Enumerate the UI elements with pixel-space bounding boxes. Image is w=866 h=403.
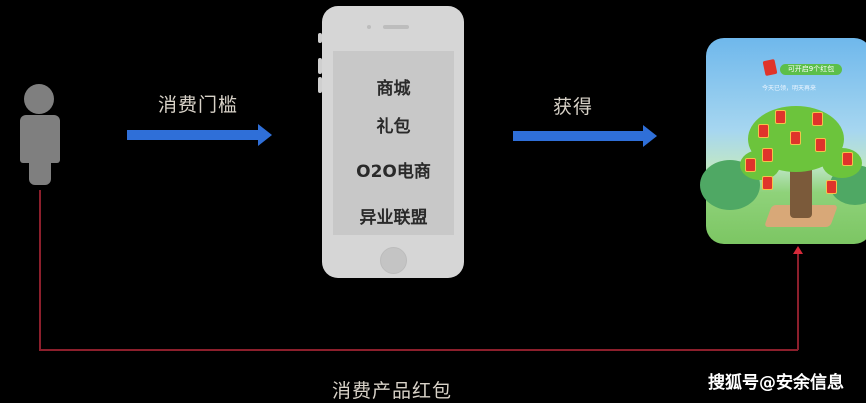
person-icon-legs xyxy=(29,155,51,185)
red-packet-icon xyxy=(790,131,801,145)
phone-button xyxy=(318,77,322,93)
arrow-up-icon xyxy=(793,246,803,254)
step1-label: 消费门槛 xyxy=(158,94,239,116)
red-packet-banner: 可开启9个红包 xyxy=(780,64,842,75)
red-packet-subtext: 今天已领，明天再来 xyxy=(762,85,817,92)
red-packet-icon xyxy=(815,138,826,152)
phone-button xyxy=(318,33,322,43)
person-icon-head xyxy=(24,84,54,114)
red-packet-icon xyxy=(842,152,853,166)
phone-home-button xyxy=(380,247,407,274)
arrow-head-icon xyxy=(258,124,272,146)
arrow-right-icon xyxy=(513,131,644,141)
tree-trunk xyxy=(790,160,812,218)
step2-label: 获得 xyxy=(553,96,594,118)
red-packet-icon xyxy=(762,176,773,190)
phone-camera xyxy=(367,25,371,29)
arrow-right-icon xyxy=(127,130,259,140)
red-packet-icon xyxy=(745,158,756,172)
phone-screen xyxy=(333,51,454,235)
watermark: 搜狐号@安余信息 xyxy=(708,373,844,393)
arrow-head-icon xyxy=(643,125,657,147)
loop-line-bottom xyxy=(39,349,798,351)
loop-line-right xyxy=(797,252,799,350)
red-packet-icon xyxy=(762,148,773,162)
red-packet-icon xyxy=(812,112,823,126)
phone-item-mall: 商城 xyxy=(376,79,411,99)
red-packet-icon xyxy=(826,180,837,194)
phone-button xyxy=(318,58,322,74)
loop-line-left xyxy=(39,190,41,350)
phone-item-gift-pack: 礼包 xyxy=(376,117,411,137)
phone-item-alliance: 异业联盟 xyxy=(359,208,428,228)
loop-label: 消费产品红包 xyxy=(332,380,453,402)
phone-item-o2o: O2O电商 xyxy=(356,162,431,182)
phone-speaker xyxy=(383,25,409,29)
red-packet-icon xyxy=(775,110,786,124)
red-packet-icon xyxy=(758,124,769,138)
